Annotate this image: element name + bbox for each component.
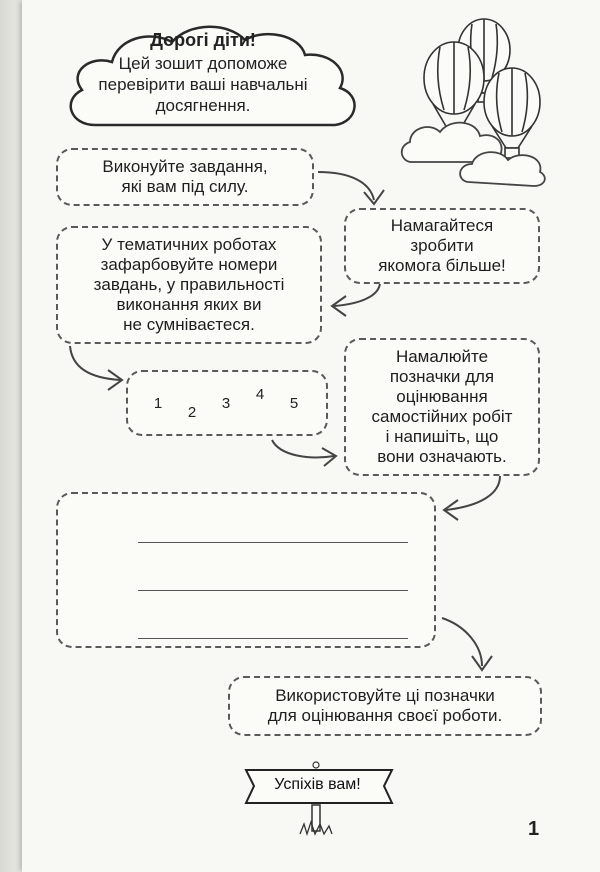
- star-number: 5: [289, 395, 299, 412]
- curved-arrow-icon: [330, 281, 381, 317]
- star-number: 1: [153, 395, 163, 412]
- marks-legend-box: [56, 492, 436, 648]
- curved-arrow-icon: [441, 617, 493, 672]
- curved-arrow-icon: [442, 475, 501, 521]
- curved-arrow-icon: [271, 439, 338, 467]
- star-number: 2: [187, 404, 197, 421]
- stars-box: [126, 370, 328, 436]
- greeting-block: Дорогі діти! Цей зошит допоможе перевіри…: [78, 30, 328, 116]
- curved-arrow-icon: [317, 171, 385, 206]
- star-number: 3: [221, 395, 231, 412]
- book-spine: [0, 0, 22, 872]
- signpost-text: Успіхів вам!: [274, 776, 361, 793]
- cloud-icon: [459, 151, 546, 187]
- tip-box-3: У тематичних роботах зафарбовуйте номери…: [56, 226, 322, 344]
- page-number: 1: [528, 818, 540, 840]
- writing-line[interactable]: [138, 590, 408, 591]
- star-number: 4: [255, 386, 265, 403]
- writing-line[interactable]: [138, 542, 408, 543]
- signpost-icon: [244, 761, 394, 837]
- tip-box-1: Виконуйте завдання, які вам під силу.: [56, 148, 314, 206]
- greeting-title: Дорогі діти!: [150, 30, 256, 50]
- curved-arrow-icon: [69, 345, 124, 391]
- greeting-text: Цей зошит допоможе перевірити ваші навча…: [98, 54, 308, 115]
- tip-box-2: Намагайтеся зробити якомога більше!: [344, 208, 540, 284]
- cloud-icon: [69, 25, 356, 127]
- tip-box-5: Використовуйте ці позначки для оцінюванн…: [228, 676, 542, 736]
- tip-box-4: Намалюйте позначки для оцінювання самост…: [344, 338, 540, 476]
- writing-line[interactable]: [138, 638, 408, 639]
